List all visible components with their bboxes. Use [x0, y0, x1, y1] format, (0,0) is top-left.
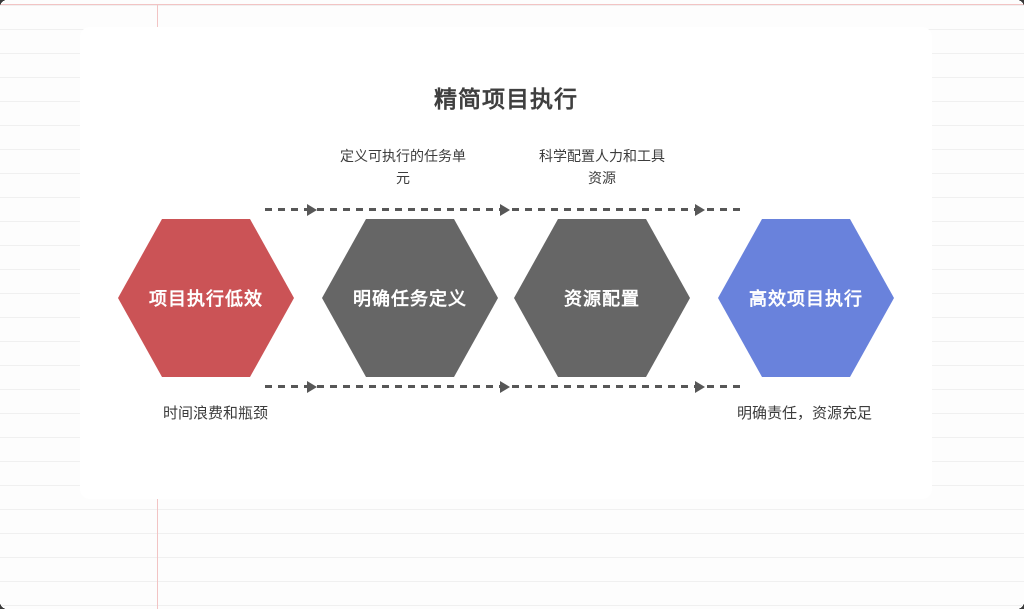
annotation-resource-allocation: 科学配置人力和工具资源 [539, 148, 665, 186]
grid-accent-line-horizontal [0, 4, 1024, 5]
hexagon-node-label: 项目执行低效 [149, 289, 263, 309]
diagram-title: 精简项目执行 [434, 86, 578, 112]
process-arrow-top [265, 204, 742, 216]
hexagon-node-label: 明确任务定义 [353, 289, 467, 309]
hexagon-node-task-definition: 明确任务定义 [322, 219, 498, 377]
process-arrow-bottom [265, 381, 742, 393]
window-corner-bottom-right [1017, 602, 1024, 609]
annotation-task-definition: 定义可执行的任务单元 [340, 148, 466, 186]
annotation-clear-responsibility: 明确责任，资源充足 [737, 405, 873, 422]
annotation-time-waste: 时间浪费和瓶颈 [163, 405, 269, 422]
arrow-head-icon [500, 381, 510, 393]
arrow-head-icon [695, 204, 705, 216]
arrow-head-icon [307, 381, 317, 393]
hexagon-node-label: 高效项目执行 [749, 289, 863, 309]
arrow-head-icon [307, 204, 317, 216]
window-corner-top-right [1017, 0, 1024, 7]
arrow-head-icon [695, 381, 705, 393]
window-corner-bottom-left [0, 602, 7, 609]
arrow-head-icon [500, 204, 510, 216]
window-corner-top-left [0, 0, 7, 7]
hexagon-node-label: 资源配置 [564, 289, 640, 309]
